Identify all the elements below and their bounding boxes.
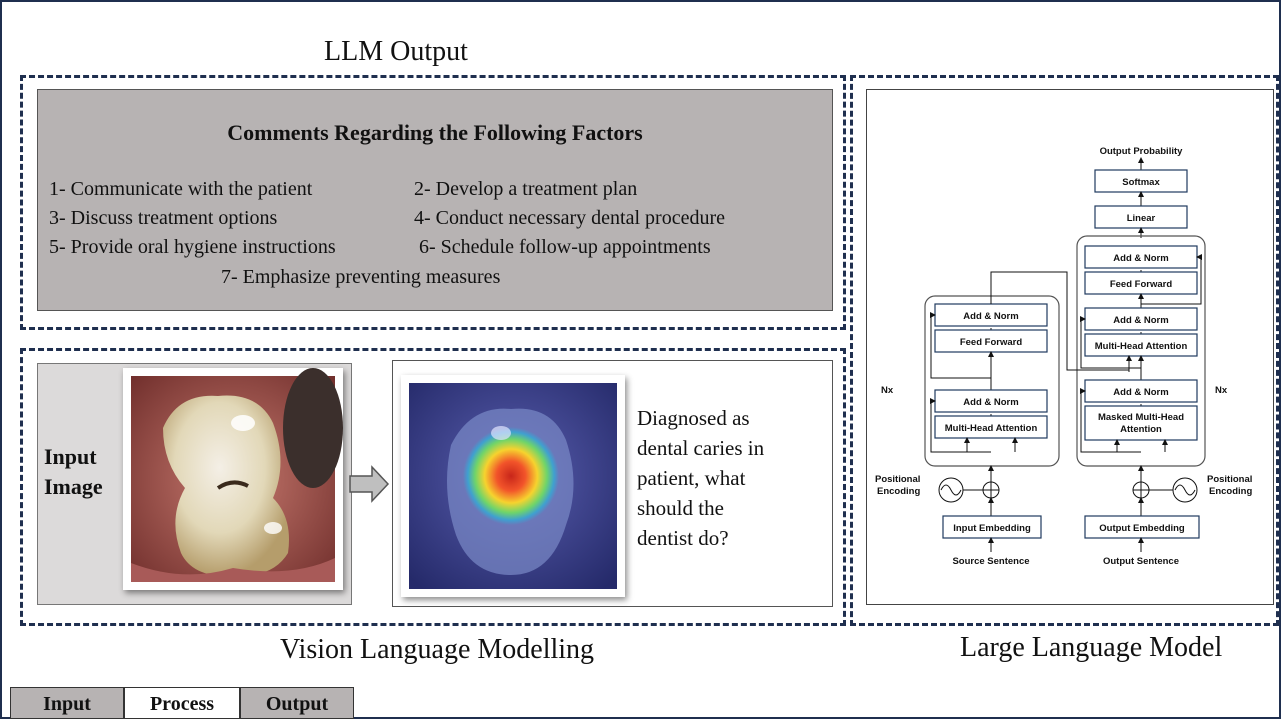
llm-model-dashed-box xyxy=(850,75,1279,626)
encoder-multi-head-attention xyxy=(934,415,1048,439)
decoder-feed-forward-label: Feed Forward xyxy=(1110,279,1172,290)
input-image-panel: Input Image xyxy=(37,363,352,605)
masked-mha-line2: Attention xyxy=(1120,424,1162,435)
decoder-add-norm-1-label: Add & Norm xyxy=(1113,387,1168,398)
decoder-masked-mha xyxy=(1084,405,1198,441)
output-sentence-label: Output Sentence xyxy=(1103,556,1179,567)
factor-item: 2- Develop a treatment plan xyxy=(414,178,638,200)
factor-item: 1- Communicate with the patient xyxy=(49,178,313,200)
input-image-label: Input Image xyxy=(44,444,103,499)
transformer-diagram-panel: Output Probability Softmax Linear Add & … xyxy=(866,89,1274,605)
llm-model-caption: Large Language Model xyxy=(960,632,1223,663)
encoder-nx-label: Nx xyxy=(881,385,894,396)
linear-label: Linear xyxy=(1127,213,1156,224)
masked-mha-line1: Masked Multi-Head xyxy=(1098,412,1184,423)
decoder-mha-label: Multi-Head Attention xyxy=(1095,341,1188,352)
factor-item: 4- Conduct necessary dental procedure xyxy=(414,207,725,229)
tooth-photo-card xyxy=(123,368,343,590)
source-sentence-label: Source Sentence xyxy=(952,556,1029,567)
heatmap-photo xyxy=(409,383,617,589)
decoder-add-norm-3-label: Add & Norm xyxy=(1113,253,1168,264)
encoder-add-norm-1-label: Add & Norm xyxy=(963,397,1018,408)
decoder-nx-label: Nx xyxy=(1215,385,1228,396)
decoder-encoding-label: Encoding xyxy=(1209,486,1252,497)
tab-input[interactable]: Input xyxy=(10,687,124,719)
diagnosis-panel: Diagnosed as dental caries in patient, w… xyxy=(392,360,833,607)
encoder-mha-label: Multi-Head Attention xyxy=(945,423,1038,434)
decoder-positional-label: Positional xyxy=(1207,474,1252,485)
transformer-diagram: Output Probability Softmax Linear Add & … xyxy=(875,146,1252,567)
softmax-label: Softmax xyxy=(1122,177,1160,188)
input-embedding-label: Input Embedding xyxy=(953,523,1031,534)
encoder-positional-label: Positional xyxy=(875,474,920,485)
factor-item: 5- Provide oral hygiene instructions xyxy=(49,236,336,258)
llm-output-panel: Comments Regarding the Following Factors… xyxy=(37,89,833,311)
heatmap-photo-card xyxy=(401,375,625,597)
llm-output-title: LLM Output xyxy=(324,36,468,67)
factor-item: 3- Discuss treatment options xyxy=(49,207,278,229)
vision-dashed-box xyxy=(20,348,846,626)
vision-caption: Vision Language Modelling xyxy=(280,634,595,665)
decoder-add-norm-2-label: Add & Norm xyxy=(1113,315,1168,326)
factor-item: 6- Schedule follow-up appointments xyxy=(419,236,711,258)
llm-output-heading: Comments Regarding the Following Factors xyxy=(227,120,643,145)
right-arrow-icon xyxy=(349,465,390,503)
tooth-photo xyxy=(131,368,343,582)
llm-output-dashed-box xyxy=(20,75,846,330)
diagnosis-question: Diagnosed as dental caries in patient, w… xyxy=(637,406,765,550)
encoder-feed-forward-label: Feed Forward xyxy=(960,337,1022,348)
tab-process[interactable]: Process xyxy=(124,687,240,719)
encoder-encoding-label: Encoding xyxy=(877,486,920,497)
factor-item: 7- Emphasize preventing measures xyxy=(221,266,501,288)
tab-output[interactable]: Output xyxy=(240,687,354,719)
output-probability-label: Output Probability xyxy=(1100,146,1184,157)
encoder-add-norm-2-label: Add & Norm xyxy=(963,311,1018,322)
output-embedding-label: Output Embedding xyxy=(1099,523,1185,534)
